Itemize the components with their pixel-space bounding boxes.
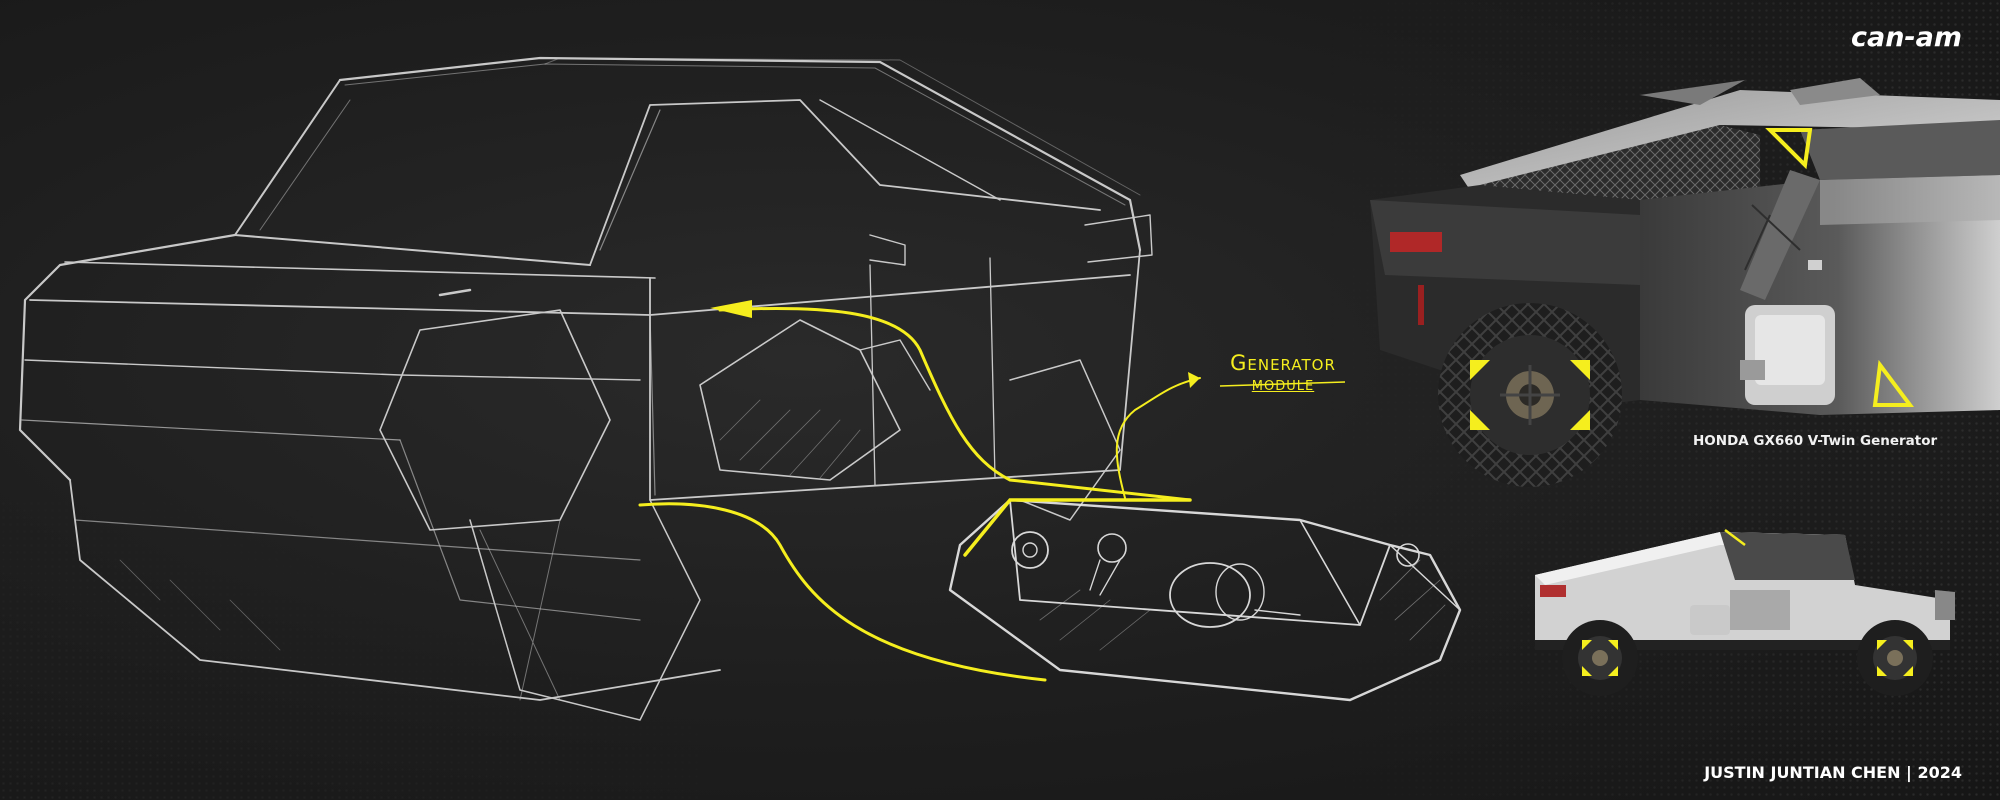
can-am-logo-icon: can-am (1850, 22, 1962, 53)
generator-module-callout: Generator module (1218, 352, 1348, 396)
halftone-dots-left (0, 500, 700, 800)
designer-credit: JUSTIN JUNTIAN CHEN | 2024 (1704, 763, 1962, 782)
yellow-arrow-icon (710, 300, 1200, 388)
callout-line-1: Generator (1230, 351, 1336, 375)
generator-caption: HONDA GX660 V-Twin Generator (1693, 433, 1938, 449)
callout-line-2: module (1251, 374, 1315, 395)
